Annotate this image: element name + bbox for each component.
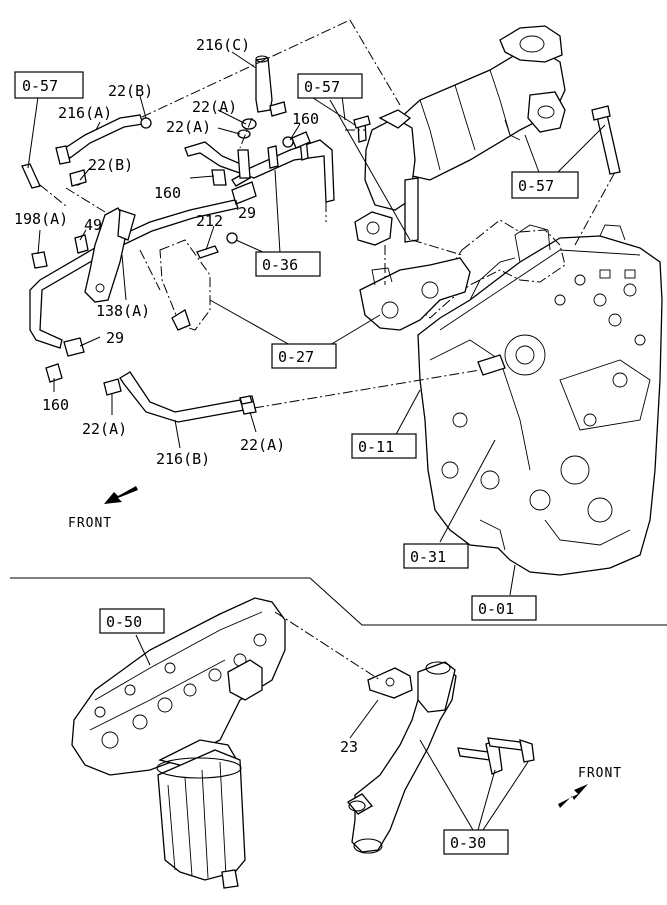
- engine-block: [417, 224, 663, 576]
- pipe-bracket: [84, 207, 136, 303]
- fittings: [21, 101, 294, 405]
- callout-138a: 138(A): [96, 302, 150, 320]
- callout-160-top: 160: [292, 110, 319, 128]
- ref-label-027: 0-27: [278, 348, 314, 366]
- arrow-up-right-icon: [558, 784, 588, 808]
- callout-23: 23: [340, 738, 358, 756]
- callout-29-top: 29: [238, 204, 256, 222]
- callout-22a-mid: 22(A): [166, 118, 211, 136]
- ref-label-050: 0-50: [106, 613, 142, 631]
- ref-label-057-right: 0-57: [518, 177, 554, 195]
- bolt-right: [591, 105, 621, 175]
- egr-valve: [353, 109, 419, 246]
- ref-box-011: 0-11: [351, 433, 417, 459]
- ref-label-030: 0-30: [450, 834, 486, 852]
- ref-box-001: 0-01: [471, 595, 537, 621]
- callout-198a: 198(A): [14, 210, 68, 228]
- ref-label-001: 0-01: [478, 600, 514, 618]
- callout-216a: 216(A): [58, 104, 112, 122]
- callout-49: 49: [84, 216, 102, 234]
- ref-box-057-right: 0-57: [511, 171, 579, 199]
- ref-label-031: 0-31: [410, 548, 446, 566]
- ref-label-057-left: 0-57: [22, 77, 58, 95]
- ref-box-050: 0-50: [99, 608, 165, 634]
- leader-lines-top: [27, 51, 606, 596]
- ref-box-030: 0-30: [443, 829, 509, 855]
- callout-22a-low: 22(A): [82, 420, 127, 438]
- arrow-down-left-icon: [104, 486, 138, 504]
- leader-lines-bottom: [135, 611, 529, 831]
- callout-22b-top: 22(B): [108, 82, 153, 100]
- ref-label-057-mid: 0-57: [304, 78, 340, 96]
- ref-label-011: 0-11: [358, 438, 394, 456]
- water-pipe-138a: [29, 171, 257, 349]
- ref-box-027: 0-27: [271, 343, 337, 369]
- water-pipe-upper: [184, 131, 335, 203]
- ref-box-057-left: 0-57: [14, 71, 84, 99]
- front-label-top: FRONT: [68, 516, 112, 531]
- hose-216b: [119, 371, 257, 423]
- ref-label-036: 0-36: [262, 256, 298, 274]
- oil-filter: [156, 749, 246, 889]
- exhaust-manifold: [359, 219, 566, 331]
- callout-160-mid: 160: [154, 184, 181, 202]
- front-label-bottom: FRONT: [578, 766, 622, 781]
- section-divider: [10, 577, 667, 626]
- water-pipe-030: [347, 661, 535, 854]
- ref-box-031: 0-31: [403, 543, 469, 569]
- callout-22a-top: 22(A): [192, 98, 237, 116]
- center-lines-top: [39, 19, 616, 409]
- ref-box-057-mid: 0-57: [297, 73, 363, 99]
- callout-212: 212: [196, 212, 223, 230]
- callout-29-low: 29: [106, 329, 124, 347]
- callout-216c: 216(C): [196, 36, 250, 54]
- heat-shield: [159, 239, 211, 331]
- callout-216b: 216(B): [156, 450, 210, 468]
- callout-22b-mid: 22(B): [88, 156, 133, 174]
- egr-cooler: [395, 25, 566, 181]
- callout-22a-right: 22(A): [240, 436, 285, 454]
- callout-160-low: 160: [42, 396, 69, 414]
- hose-216c: [255, 55, 273, 113]
- ref-box-036: 0-36: [255, 251, 321, 277]
- callout-labels: 216(C) 22(B) 216(A) 22(A) 22(A) 160 22(B…: [14, 36, 358, 756]
